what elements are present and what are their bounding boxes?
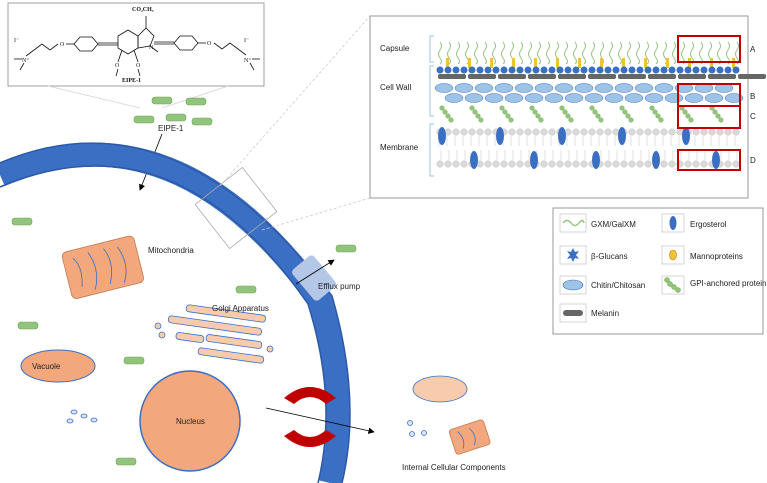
mitochondria-label: Mitochondria xyxy=(148,246,194,255)
svg-text:CO₂CH₃: CO₂CH₃ xyxy=(132,7,154,13)
svg-text:O: O xyxy=(115,63,120,69)
marker-b: B xyxy=(750,92,755,101)
mannoprotein-icon xyxy=(669,249,677,261)
vesicles xyxy=(66,409,98,424)
release-arrow xyxy=(265,407,375,434)
beta-glucan-icon xyxy=(567,248,579,262)
golgi-apparatus xyxy=(154,304,274,364)
svg-text:EIPE-1: EIPE-1 xyxy=(122,78,141,84)
legend-melanin-label: Melanin xyxy=(591,309,619,318)
released-vacuole xyxy=(412,375,468,403)
internal-label: Internal Cellular Components xyxy=(402,463,506,472)
golgi-label: Golgi Apparatus xyxy=(212,304,269,313)
legend-beta-glucan-label: β-Glucans xyxy=(591,252,628,261)
membrane-disruption xyxy=(284,387,336,447)
vacuole xyxy=(20,349,96,383)
melanin-icon xyxy=(563,310,583,316)
cell-wall-panel: Capsule Cell Wall Membrane A B C D xyxy=(369,15,766,199)
drug-molecules-inside xyxy=(11,217,357,466)
gpi-protein-icon xyxy=(664,277,681,293)
molecule-structure: N CO₂CH₃ O O EIPE-1 O O N⁺ N⁺ I⁻ I⁻ xyxy=(7,2,265,87)
svg-text:N: N xyxy=(149,45,154,51)
callout-c xyxy=(677,105,741,129)
legend-mannoprotein-label: Mannoproteins xyxy=(690,252,743,261)
legend-chitin-label: Chitin/Chitosan xyxy=(591,281,645,290)
nucleus-label: Nucleus xyxy=(176,417,205,426)
legend-gpi-label: GPI-anchored protein xyxy=(690,279,767,288)
svg-text:O: O xyxy=(207,41,212,47)
svg-text:I⁻: I⁻ xyxy=(244,38,249,44)
nucleus xyxy=(139,370,241,472)
eipe-label: EIPE-1 xyxy=(158,124,184,133)
legend: GXM/GalXM Ergosterol β-Glucans Mannoprot… xyxy=(552,207,767,335)
cell-wall-label: Cell Wall xyxy=(380,83,411,92)
svg-text:O: O xyxy=(136,63,141,69)
svg-text:N⁺: N⁺ xyxy=(244,57,252,64)
marker-d: D xyxy=(750,156,756,165)
marker-c: C xyxy=(750,112,756,121)
zoom-window xyxy=(194,166,278,250)
drug-molecules-outside xyxy=(133,96,213,126)
efflux-pump xyxy=(292,255,336,301)
svg-text:I⁻: I⁻ xyxy=(14,38,19,44)
ergosterol-icon xyxy=(669,216,677,230)
gxm-icon xyxy=(562,219,585,227)
released-vesicles xyxy=(407,420,427,437)
legend-ergosterol-label: Ergosterol xyxy=(690,220,727,229)
callout-a xyxy=(677,35,741,63)
cell-envelope xyxy=(0,142,351,483)
capsule-label: Capsule xyxy=(380,44,410,53)
callout-d xyxy=(677,149,741,171)
membrane-label: Membrane xyxy=(380,143,419,152)
svg-text:N⁺: N⁺ xyxy=(22,57,30,64)
released-mitochondrion xyxy=(448,419,491,455)
svg-text:O: O xyxy=(60,42,65,48)
marker-a: A xyxy=(750,45,756,54)
vacuole-label: Vacuole xyxy=(32,362,61,371)
chitin-icon xyxy=(562,279,584,291)
efflux-label: Efflux pump xyxy=(318,282,361,291)
legend-gxm-label: GXM/GalXM xyxy=(591,220,636,229)
mitochondria xyxy=(61,235,144,299)
